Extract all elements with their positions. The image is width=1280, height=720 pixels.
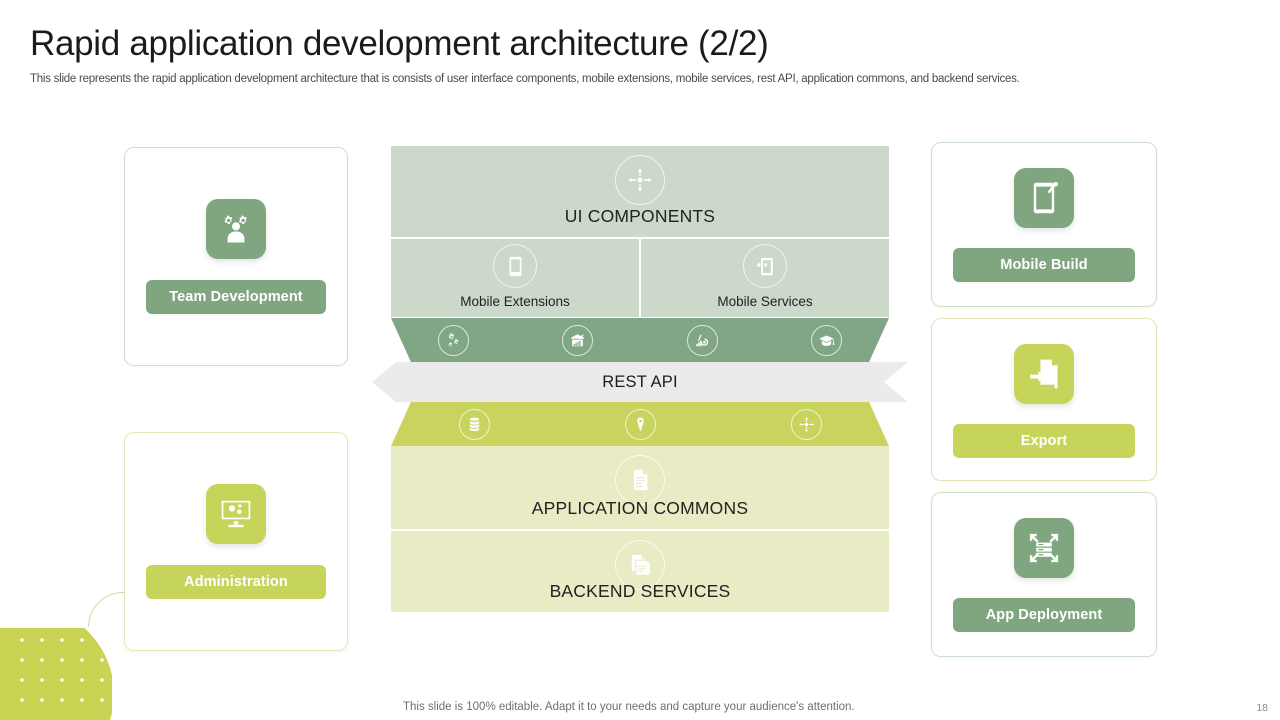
card-team-development[interactable]: Team Development <box>124 147 348 366</box>
card-app-deployment-label: App Deployment <box>953 598 1135 632</box>
card-app-deployment[interactable]: App Deployment <box>931 492 1157 657</box>
band-middleware-green <box>391 318 889 362</box>
card-team-development-label: Team Development <box>146 280 326 314</box>
architecture-stack: UI COMPONENTS Mobile Extensions <box>391 146 889 612</box>
panel-ui-subpanels: Mobile Extensions Mobile Services <box>391 239 889 317</box>
band-services-lime <box>391 402 889 446</box>
database-stack-icon <box>458 408 490 440</box>
server-deploy-icon <box>1014 518 1074 578</box>
move-crosshair-icon <box>615 155 665 205</box>
card-export[interactable]: Export <box>931 318 1157 481</box>
panel-ui-components[interactable]: UI COMPONENTS <box>391 146 889 237</box>
warehouse-chart-icon <box>562 324 594 356</box>
document-export-icon <box>1014 344 1074 404</box>
band-rest-api[interactable]: REST API <box>372 362 908 402</box>
panel-application-commons-label: APPLICATION COMMONS <box>531 498 749 518</box>
page-subtitle: This slide represents the rapid applicat… <box>30 73 1020 85</box>
monitor-gears-icon <box>206 484 266 544</box>
card-export-label: Export <box>953 424 1135 458</box>
footer-note: This slide is 100% editable. Adapt it to… <box>403 701 855 713</box>
gauge-icon <box>686 324 718 356</box>
people-gears-icon <box>206 199 266 259</box>
panel-mobile-services[interactable]: Mobile Services <box>641 239 889 317</box>
panel-backend-services-label: BACKEND SERVICES <box>549 581 731 601</box>
graduation-cap-icon <box>811 324 843 356</box>
panel-ui-components-label: UI COMPONENTS <box>564 206 716 226</box>
mobile-settings-icon <box>743 244 787 288</box>
panel-mobile-extensions[interactable]: Mobile Extensions <box>391 239 639 317</box>
document-lines-icon <box>615 455 665 505</box>
panel-mobile-services-label: Mobile Services <box>717 294 813 309</box>
band-rest-api-label: REST API <box>602 372 678 391</box>
gears-icon <box>437 324 469 356</box>
card-mobile-build[interactable]: Mobile Build <box>931 142 1157 307</box>
panel-application-commons[interactable]: APPLICATION COMMONS <box>391 446 889 529</box>
page-number: 18 <box>1256 702 1268 714</box>
panel-backend-services[interactable]: BACKEND SERVICES <box>391 531 889 612</box>
move-crosshair-icon <box>790 408 822 440</box>
pen-nib-icon <box>624 408 656 440</box>
page-title: Rapid application development architectu… <box>30 24 769 63</box>
documents-stack-icon <box>615 540 665 590</box>
panel-mobile-extensions-label: Mobile Extensions <box>460 294 570 309</box>
mobile-chart-icon <box>1014 168 1074 228</box>
card-administration[interactable]: Administration <box>124 432 348 651</box>
card-mobile-build-label: Mobile Build <box>953 248 1135 282</box>
card-administration-label: Administration <box>146 565 326 599</box>
smartphone-icon <box>493 244 537 288</box>
